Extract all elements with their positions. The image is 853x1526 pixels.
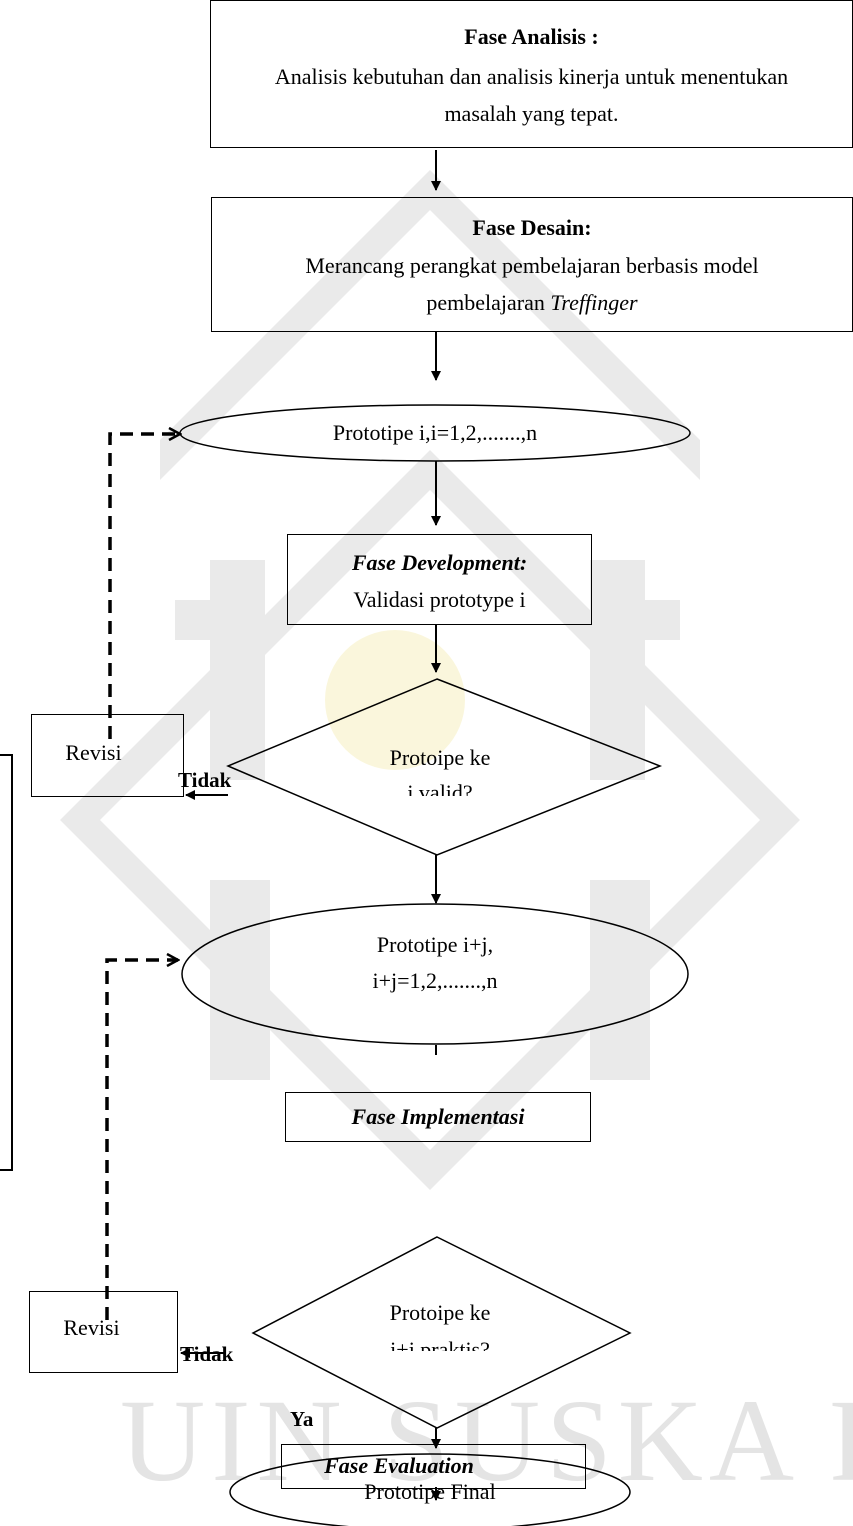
prototipe-ellipse-shape (179, 404, 691, 462)
decision2-line1: Protoipe ke (389, 1300, 491, 1325)
decision1-line1: Protoipe ke (389, 745, 491, 770)
desain-line2-italic: Treffinger (550, 290, 638, 315)
revisi1-label: Revisi (65, 740, 122, 765)
evaluation-box (281, 1444, 586, 1489)
side-bracket (0, 754, 13, 1171)
tidak1-label: Tidak (178, 768, 232, 792)
analisis-title: Fase Analisis : (464, 24, 599, 49)
revisi2-box (29, 1291, 178, 1373)
implementasi-box (285, 1092, 591, 1142)
prototipe2-line1: Prototipe i+j, (376, 932, 494, 957)
desain-line2: pembelajaran Treffinger (211, 288, 853, 318)
evaluation-label: Fase Evaluation (324, 1453, 474, 1478)
development-title: Fase Development: (351, 550, 528, 575)
revisi2-label: Revisi (63, 1315, 120, 1340)
revisi1-box (31, 714, 184, 797)
decision2-line2: i+j praktis? (390, 1337, 490, 1351)
watermark-text: UIN SUSKA RIAU (120, 1375, 853, 1506)
desain-line1: Merancang perangkat pembelajaran berbasi… (305, 253, 759, 278)
decision1-line2: i valid? (407, 780, 473, 796)
desain-line2-plain: pembelajaran (426, 290, 551, 315)
analisis-line1: Analisis kebutuhan dan analisis kinerja … (274, 64, 789, 89)
desain-title: Fase Desain: (472, 215, 592, 240)
prototipe-ellipse-label: Prototipe i,i=1,2,.......,n (332, 420, 538, 445)
analisis-line2: masalah yang tepat. (444, 101, 619, 126)
final-ellipse-shape (229, 1453, 631, 1526)
development-text: Validasi prototype i (353, 587, 526, 612)
tidak2-label: Tidak (180, 1342, 234, 1366)
development-box (287, 534, 592, 625)
prototipe2-line2: i+j=1,2,.......,n (372, 968, 498, 993)
prototipe2-ellipse-shape (181, 903, 689, 1045)
decision1-shape (226, 678, 663, 856)
dashed-loop-1 (108, 434, 180, 739)
implementasi-label: Fase Implementasi (351, 1104, 525, 1129)
ya-label: Ya (290, 1407, 314, 1431)
decision2-shape (251, 1236, 632, 1429)
final-label: Prototipe Final (364, 1479, 496, 1504)
dashed-loop-2 (105, 960, 178, 1320)
